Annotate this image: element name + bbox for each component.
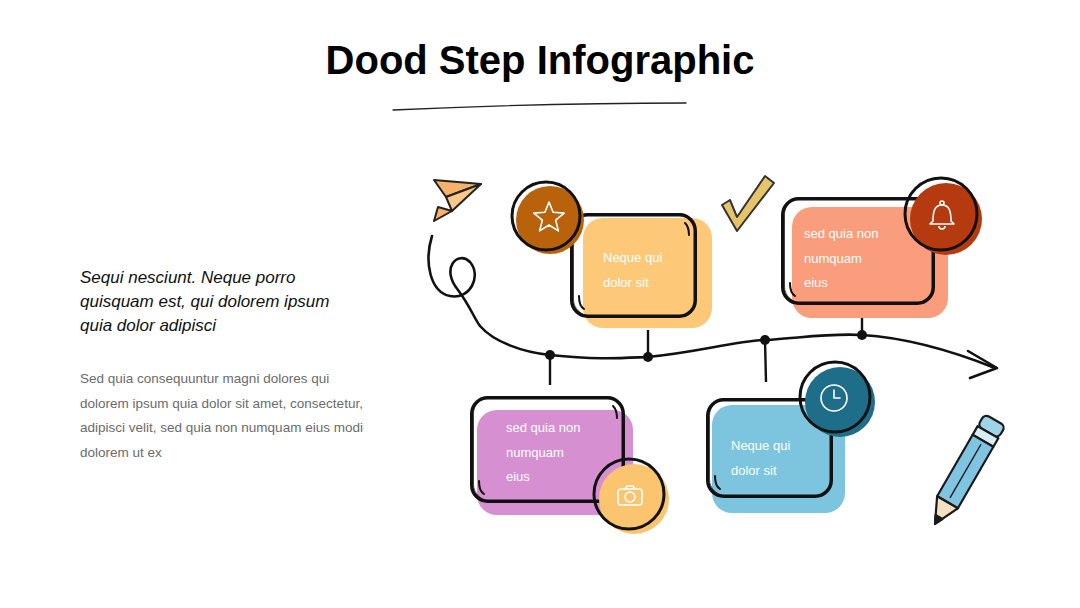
- clock-hands: [834, 390, 840, 398]
- step-text: Neque qui dolor sit: [731, 434, 811, 483]
- box-text-group: sed quia non numquam eius: [804, 222, 884, 296]
- box-outline: [783, 199, 934, 304]
- box-text-group: Neque qui dolor sit: [731, 434, 811, 483]
- badge-outline: [512, 182, 580, 250]
- box-corner-tick: [479, 481, 484, 494]
- pencil: [925, 414, 1006, 530]
- box-text-group: Neque qui dolor sit: [603, 246, 683, 295]
- box-shape: [570, 213, 697, 318]
- page-title: Dood Step Infographic: [0, 36, 1080, 84]
- plane-tail: [434, 207, 452, 221]
- step-box: sed quia non numquam eius: [781, 197, 935, 305]
- paper-plane: [434, 180, 481, 221]
- timeline-dot: [857, 330, 867, 340]
- box-sketch-line: [785, 198, 934, 304]
- box-corner-tick: [821, 408, 825, 420]
- box-sketch-line: [710, 399, 832, 497]
- title-underline: [393, 103, 686, 110]
- box-text-group: sed quia non numquam eius: [506, 416, 586, 490]
- pencil-body: [937, 435, 993, 508]
- box-corner-tick: [685, 223, 689, 235]
- bell-top: [940, 201, 944, 205]
- pencil-stripe: [950, 444, 981, 498]
- step-box: sed quia non numquam eius: [470, 396, 625, 503]
- star-icon: [534, 202, 564, 231]
- box-outline: [472, 398, 624, 502]
- step-text: sed quia non numquam eius: [804, 222, 884, 296]
- box-corner-tick: [923, 207, 927, 219]
- body-text: Sed quia consequuntur magni dolores qui …: [80, 367, 370, 465]
- box-outline: [572, 215, 696, 317]
- step-box: Neque qui dolor sit: [570, 213, 697, 318]
- box-corner-tick: [715, 476, 720, 489]
- pencil-eraser: [978, 414, 1006, 438]
- step-text: Neque qui dolor sit: [603, 246, 683, 295]
- timeline-arrowhead: [968, 351, 997, 378]
- pencil-lead: [932, 515, 943, 526]
- stem-line: [765, 340, 766, 382]
- box-sketch-line: [574, 214, 696, 317]
- timeline-dot: [643, 352, 653, 362]
- step-box: Neque qui dolor sit: [706, 398, 833, 498]
- check-mark: [722, 176, 774, 231]
- timeline-dot: [760, 335, 770, 345]
- box-corner-tick: [613, 406, 617, 418]
- box-fill: [477, 410, 633, 515]
- step-text: sed quia non numquam eius: [506, 416, 586, 490]
- box-outline: [708, 400, 832, 497]
- box-sketch-line: [474, 397, 624, 502]
- timeline-dot: [545, 350, 555, 360]
- pencil-tip: [925, 496, 958, 530]
- box-corner-tick: [790, 283, 795, 296]
- plane-wing: [446, 184, 481, 211]
- pencil-ferrule: [973, 426, 999, 447]
- box-corner-tick: [579, 296, 584, 309]
- lead-text: Sequi nesciunt. Neque porro quisquam est…: [80, 266, 352, 338]
